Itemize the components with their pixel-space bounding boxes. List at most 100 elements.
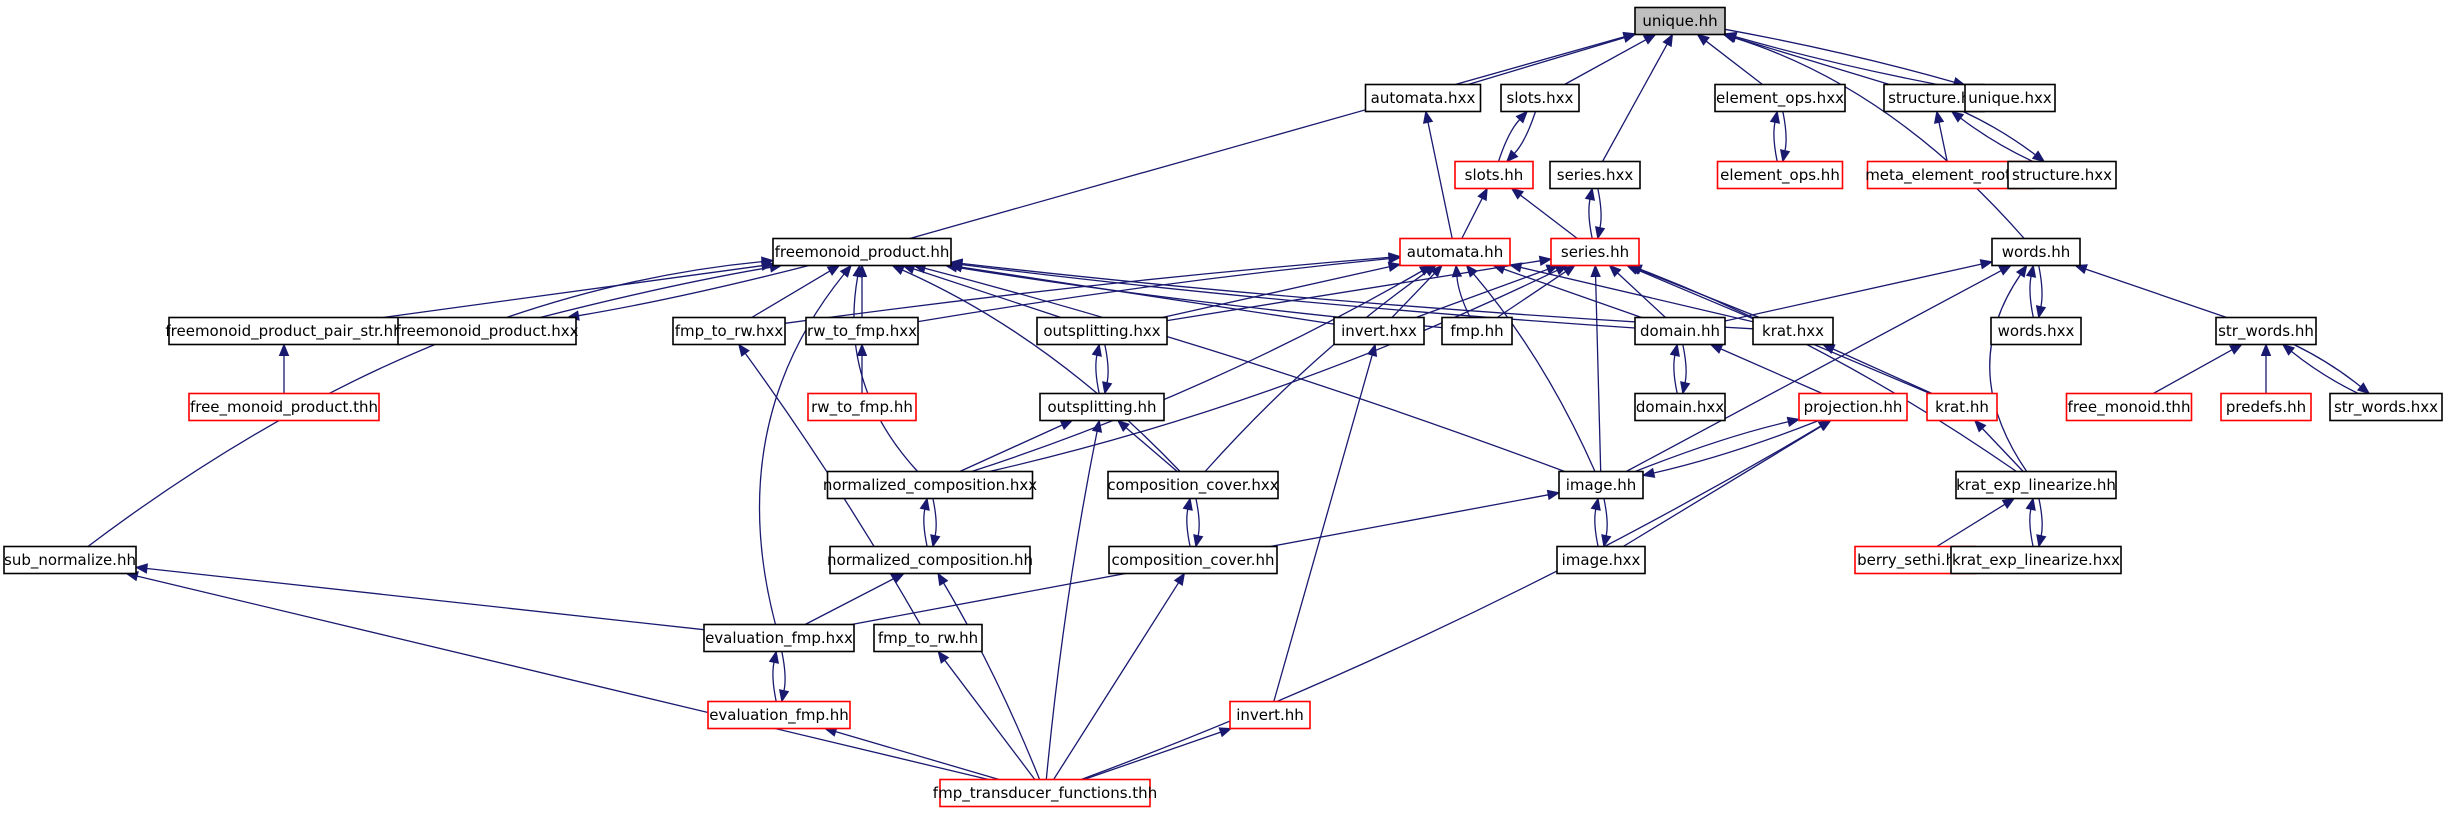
file-node-series-hxx[interactable]: series.hxx bbox=[1549, 160, 1641, 190]
file-node-sub-normalize-hh[interactable]: sub_normalize.hh bbox=[3, 545, 137, 575]
edge-line bbox=[959, 424, 1063, 473]
dependency-arrow-freemonoid-product-hh-to-unique-hh bbox=[909, 31, 1637, 240]
file-node-slots-hh[interactable]: slots.hh bbox=[1454, 160, 1534, 190]
file-node-words-hxx[interactable]: words.hxx bbox=[1990, 316, 2082, 346]
file-node-image-hxx[interactable]: image.hxx bbox=[1556, 545, 1646, 575]
edge-line bbox=[2029, 509, 2034, 547]
file-node-freemonoid-product-hxx[interactable]: freemonoid_product.hxx bbox=[396, 316, 579, 346]
arrowhead-icon bbox=[1722, 32, 1737, 43]
edge-line bbox=[751, 270, 831, 319]
dependency-arrow-element-ops-hxx-to-element-ops-hh bbox=[1779, 111, 1791, 163]
arrowhead-icon bbox=[856, 343, 868, 356]
node-box bbox=[2007, 160, 2117, 190]
node-label: series.hh bbox=[1561, 243, 1629, 261]
file-node-fmp-to-rw-hh[interactable]: fmp_to_rw.hh bbox=[873, 623, 983, 653]
file-node-automata-hxx[interactable]: automata.hxx bbox=[1364, 83, 1482, 113]
file-node-str-words-hh[interactable]: str_words.hh bbox=[2215, 316, 2317, 346]
file-node-evaluation-fmp-hh[interactable]: evaluation_fmp.hh bbox=[707, 700, 851, 730]
dependency-arrow-composition-cover-hh-to-composition-cover-hxx bbox=[1182, 497, 1193, 547]
node-box bbox=[672, 316, 786, 346]
dependency-arrow-fmp-hh-to-series-hh bbox=[1496, 264, 1576, 319]
file-node-unique-hh[interactable]: unique.hh bbox=[1634, 6, 1726, 36]
dependency-arrow-image-hxx-to-projection-hh bbox=[1622, 419, 1832, 548]
node-label: evaluation_fmp.hh bbox=[709, 706, 849, 725]
file-node-words-hh[interactable]: words.hh bbox=[1991, 237, 2081, 267]
file-node-projection-hh[interactable]: projection.hh bbox=[1798, 392, 1908, 422]
edge-line bbox=[1773, 122, 1778, 162]
arrowhead-icon bbox=[891, 264, 906, 275]
dependency-arrow-structure-hxx-to-structure-hh bbox=[1950, 110, 2034, 163]
node-label: series.hxx bbox=[1557, 166, 1634, 184]
file-node-freemonoid-product-pair-str-hh[interactable]: freemonoid_product_pair_str.hh bbox=[165, 316, 403, 346]
arrowhead-icon bbox=[2229, 343, 2243, 355]
dependency-arrow-image-hxx-to-image-hh bbox=[1590, 497, 1601, 547]
file-node-normalized-composition-hxx[interactable]: normalized_composition.hxx bbox=[823, 470, 1037, 500]
file-node-outsplitting-hxx[interactable]: outsplitting.hxx bbox=[1036, 316, 1168, 346]
file-node-krat-exp-linearize-hxx[interactable]: krat_exp_linearize.hxx bbox=[1950, 545, 2122, 575]
edge-line bbox=[1095, 355, 1100, 394]
edge-line bbox=[578, 264, 810, 317]
file-node-element-ops-hh[interactable]: element_ops.hh bbox=[1716, 160, 1844, 190]
dependency-arrow-normalized-composition-hh-to-normalized-composition-hxx bbox=[919, 497, 930, 547]
file-node-fmp-hh[interactable]: fmp.hh bbox=[1441, 316, 1513, 346]
file-node-fmp-to-rw-hxx[interactable]: fmp_to_rw.hxx bbox=[672, 316, 786, 346]
dependency-arrow-rw-to-fmp-hh-to-rw-to-fmp-hxx bbox=[856, 343, 868, 394]
edge-line bbox=[1622, 425, 1822, 548]
file-node-rw-to-fmp-hh[interactable]: rw_to_fmp.hh bbox=[807, 392, 917, 422]
file-node-slots-hxx[interactable]: slots.hxx bbox=[1500, 83, 1580, 113]
file-node-element-ops-hxx[interactable]: element_ops.hxx bbox=[1714, 83, 1846, 113]
node-box bbox=[1558, 470, 1644, 500]
file-node-outsplitting-hh[interactable]: outsplitting.hh bbox=[1039, 392, 1165, 422]
file-node-series-hh[interactable]: series.hh bbox=[1550, 237, 1640, 267]
file-node-krat-hh[interactable]: krat.hh bbox=[1926, 392, 1998, 422]
file-node-free-monoid-thh[interactable]: free_monoid.thh bbox=[2065, 392, 2193, 422]
file-node-composition-cover-hh[interactable]: composition_cover.hh bbox=[1108, 545, 1278, 575]
arrowhead-icon bbox=[1950, 110, 1965, 123]
file-node-fmp-transducer-functions-thh[interactable]: fmp_transducer_functions.thh bbox=[933, 778, 1157, 808]
file-node-normalized-composition-hh[interactable]: normalized_composition.hh bbox=[827, 545, 1033, 575]
dependency-arrow-free-monoid-thh-to-str-words-hh bbox=[2152, 343, 2243, 395]
file-node-str-words-hxx[interactable]: str_words.hxx bbox=[2329, 392, 2443, 422]
file-node-composition-cover-hxx[interactable]: composition_cover.hxx bbox=[1107, 470, 1279, 500]
dependency-arrow-krat-exp-linearize-hh-to-words-hh bbox=[1989, 264, 2028, 472]
edge-line bbox=[1162, 266, 1390, 319]
node-box bbox=[3, 545, 137, 575]
edge-line bbox=[1634, 421, 1789, 473]
dependency-arrow-sub-normalize-hh-to-freemonoid-product-hh bbox=[87, 256, 775, 548]
file-node-meta-element-root-hh[interactable]: meta_element_root.hh bbox=[1865, 160, 2035, 190]
file-node-unique-hxx[interactable]: unique.hxx bbox=[1964, 83, 2056, 113]
arrowhead-icon bbox=[1584, 187, 1596, 201]
file-node-evaluation-fmp-hxx[interactable]: evaluation_fmp.hxx bbox=[703, 623, 855, 653]
edge-line bbox=[1938, 122, 1948, 162]
arrowhead-icon bbox=[778, 689, 790, 703]
edge-line bbox=[1981, 428, 2024, 472]
file-node-rw-to-fmp-hxx[interactable]: rw_to_fmp.hxx bbox=[805, 316, 919, 346]
edge-line bbox=[1625, 270, 2002, 473]
dependency-arrow-invert-hh-to-invert-hxx bbox=[1273, 343, 1378, 702]
file-node-invert-hh[interactable]: invert.hh bbox=[1229, 700, 1311, 730]
file-node-krat-exp-linearize-hh[interactable]: krat_exp_linearize.hh bbox=[1955, 470, 2117, 500]
file-node-automata-hh[interactable]: automata.hh bbox=[1399, 237, 1511, 267]
edge-line bbox=[1104, 344, 1109, 383]
file-node-domain-hxx[interactable]: domain.hxx bbox=[1634, 392, 1726, 422]
file-node-predefs-hh[interactable]: predefs.hh bbox=[2220, 392, 2312, 422]
dependency-arrow-fmp-transducer-functions-thh-to-evaluation-fmp-hh bbox=[823, 726, 1000, 781]
dependency-arrow-normalized-composition-hxx-to-freemonoid-product-hh bbox=[852, 264, 919, 472]
file-node-image-hh[interactable]: image.hh bbox=[1558, 470, 1644, 500]
edge-line bbox=[1989, 274, 2028, 472]
node-box bbox=[2329, 392, 2443, 422]
file-node-krat-hxx[interactable]: krat.hxx bbox=[1752, 316, 1834, 346]
node-label: normalized_composition.hh bbox=[827, 551, 1033, 570]
file-node-domain-hh[interactable]: domain.hh bbox=[1634, 316, 1726, 346]
edge-line bbox=[1936, 503, 2006, 548]
node-label: image.hh bbox=[1566, 476, 1637, 494]
file-node-structure-hxx[interactable]: structure.hxx bbox=[2007, 160, 2117, 190]
file-node-freemonoid-product-hh[interactable]: freemonoid_product.hh bbox=[772, 237, 952, 267]
arrowhead-icon bbox=[937, 650, 950, 664]
edge-line bbox=[1467, 36, 1625, 86]
dependency-arrow-element-ops-hh-to-element-ops-hxx bbox=[1769, 110, 1781, 162]
dependency-arrow-slots-hxx-to-slots-hh bbox=[1505, 111, 1537, 163]
file-node-invert-hxx[interactable]: invert.hxx bbox=[1333, 316, 1425, 346]
file-node-free-monoid-product-thh[interactable]: free_monoid_product.thh bbox=[188, 392, 380, 422]
edge-line bbox=[1273, 354, 1373, 702]
